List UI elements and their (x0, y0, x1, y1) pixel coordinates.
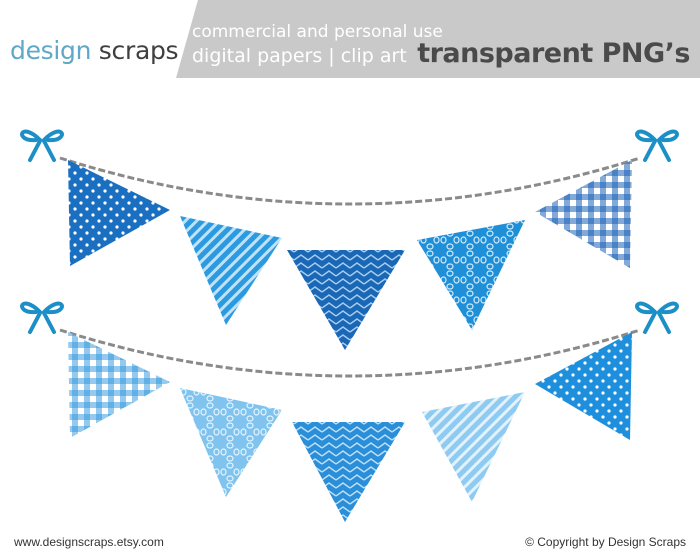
string-top (59, 156, 641, 206)
website-url: www.designscraps.etsy.com (14, 535, 164, 549)
copyright-notice: © Copyright by Design Scraps (525, 535, 686, 549)
flag-chevron (287, 250, 405, 350)
flag-polka-dots (535, 332, 632, 440)
string-bottom (59, 328, 641, 378)
bow-icon (20, 301, 64, 334)
flag-polka-dots (68, 160, 170, 266)
header-diagonal (176, 0, 198, 78)
flag-stripes (180, 216, 282, 325)
flag-gingham (535, 160, 632, 268)
garland-bottom (20, 301, 679, 522)
bow-icon (20, 129, 64, 162)
header-banner: design scraps commercial and personal us… (0, 0, 700, 78)
garland-top (20, 129, 679, 350)
header-gray-panel (176, 0, 700, 78)
format-label: transparent PNG’s (417, 38, 690, 69)
brand-word-design: design (10, 36, 92, 65)
flag-quatrefoil (417, 220, 525, 330)
bow-icon (635, 301, 679, 334)
brand-word-scraps: scraps (98, 36, 179, 65)
flag-gingham (68, 332, 170, 438)
brand-logo: design scraps (10, 36, 179, 65)
tagline-usage: commercial and personal use (192, 22, 443, 42)
bow-icon (635, 129, 679, 162)
flag-quatrefoil (180, 388, 282, 497)
tagline-products: digital papers | clip art (192, 45, 407, 67)
flag-stripes (422, 392, 525, 502)
flag-chevron (292, 422, 405, 522)
brand-box (0, 0, 176, 78)
